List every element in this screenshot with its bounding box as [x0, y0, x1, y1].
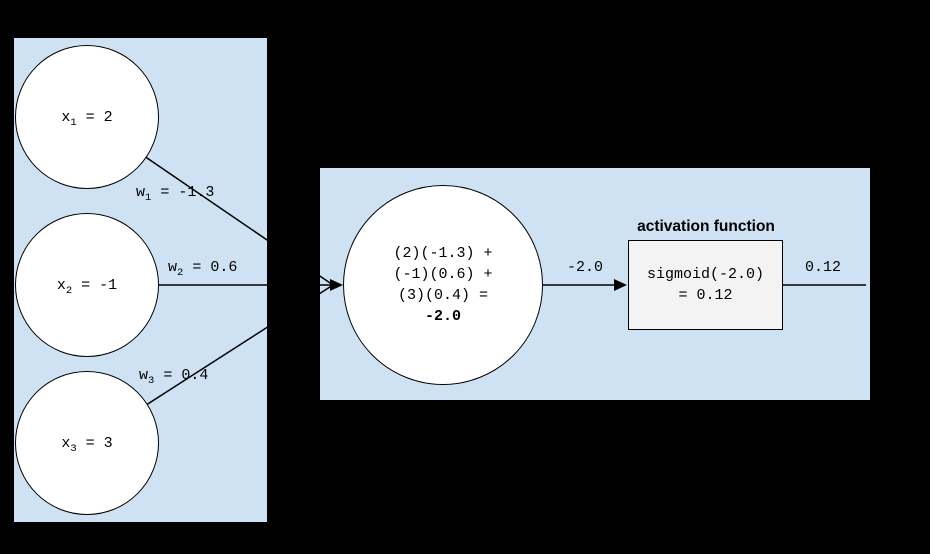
label-base: x: [56, 276, 66, 294]
label-subscript: 1: [70, 116, 77, 129]
activation-line-2: = 0.12: [678, 287, 733, 304]
activation-function-box: sigmoid(-2.0) = 0.12: [628, 240, 783, 330]
label-base: x: [61, 434, 71, 452]
weight-label-w2: w2 = 0.6: [168, 259, 238, 279]
input-label-x1: x1 = 2: [61, 108, 113, 129]
input-node-x2: x2 = -1: [15, 213, 159, 357]
label-value: = -1.3: [151, 184, 215, 201]
sum-line-1: (2)(-1.3) +: [393, 245, 493, 262]
summation-node: (2)(-1.3) + (-1)(0.6) + (3)(0.4) = -2.0: [343, 185, 543, 385]
label-base: w: [139, 367, 149, 384]
arrowhead-icon: [330, 279, 343, 291]
input-node-x3: x3 = 3: [15, 371, 159, 515]
label-subscript: 2: [177, 267, 184, 279]
sum-result: -2.0: [424, 308, 461, 325]
input-node-x1: x1 = 2: [15, 45, 159, 189]
label-value: = 0.6: [183, 259, 238, 276]
label-subscript: 3: [148, 375, 155, 387]
weighted-sum-value-label: -2.0: [566, 259, 603, 276]
activation-function-title: activation function: [637, 218, 775, 235]
label-subscript: 2: [65, 284, 73, 297]
label-base: w: [136, 184, 146, 201]
label-value: = 3: [76, 434, 113, 452]
arrowhead-icon: [614, 279, 627, 291]
label-value: = 0.4: [154, 367, 209, 384]
activation-line-1: sigmoid(-2.0): [646, 266, 765, 283]
label-value: = -1: [72, 276, 118, 294]
output-value-label: 0.12: [804, 259, 841, 276]
input-label-x3: x3 = 3: [61, 434, 113, 455]
weight-label-w3: w3 = 0.4: [139, 367, 209, 387]
weighted-sum-expression: (2)(-1.3) + (-1)(0.6) + (3)(0.4) = -2.0: [393, 243, 492, 327]
sum-line-3: (3)(0.4) =: [397, 287, 488, 304]
label-base: w: [168, 259, 178, 276]
label-base: x: [61, 108, 71, 126]
weight-label-w1: w1 = -1.3: [136, 184, 215, 204]
label-subscript: 1: [145, 192, 152, 204]
label-subscript: 3: [70, 442, 77, 455]
label-value: = 2: [76, 108, 113, 126]
input-label-x2: x2 = -1: [56, 276, 118, 297]
sum-line-2: (-1)(0.6) +: [393, 266, 493, 283]
